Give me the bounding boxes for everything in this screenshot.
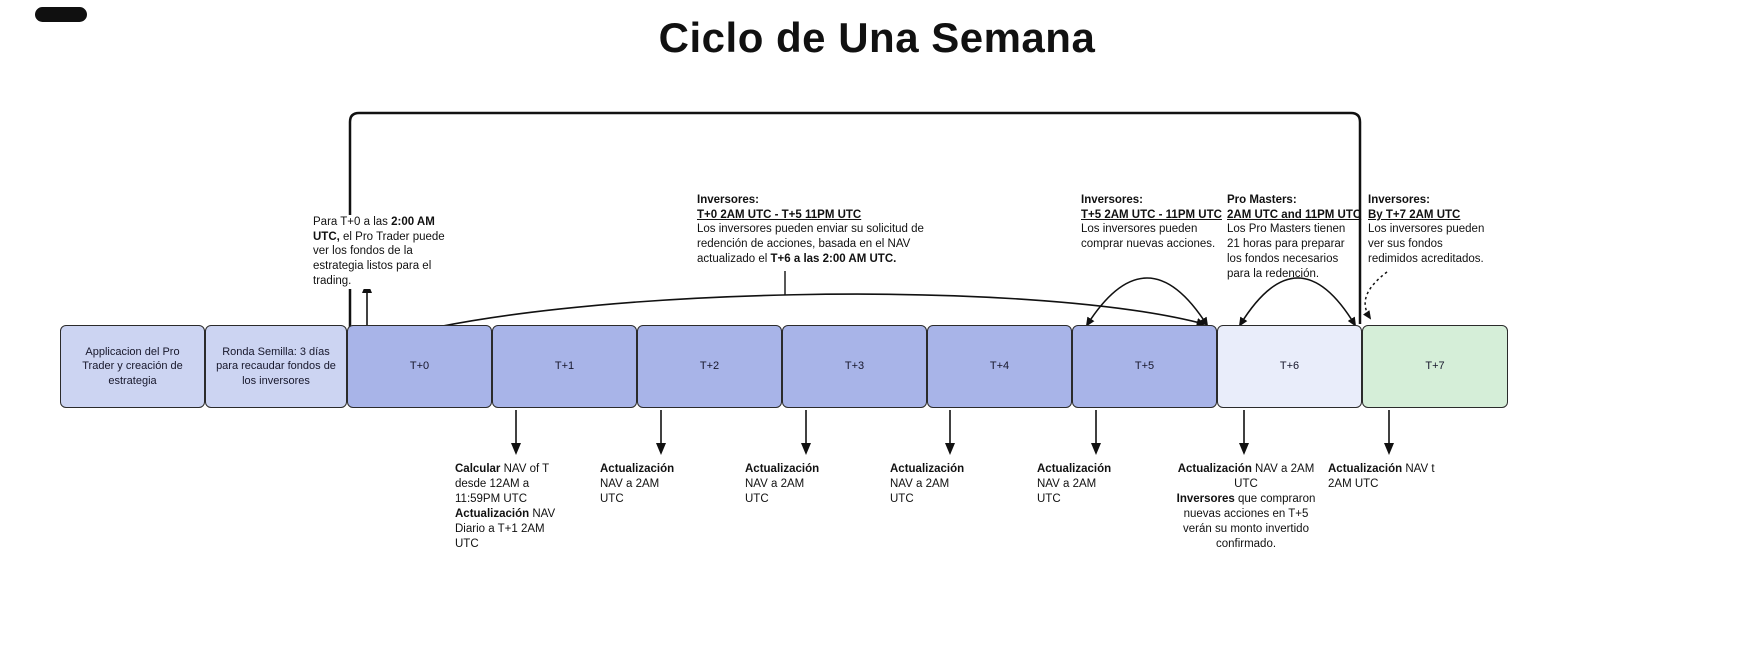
annotation-bold: Actualización (890, 463, 965, 475)
annotation-body: Los inversores pueden comprar nuevas acc… (1081, 223, 1216, 251)
timeline-box-t1: T+1 (492, 325, 637, 408)
timeline-box-label: T+4 (989, 360, 1010, 373)
down-arrows (511, 410, 1394, 455)
annotation-time-range: 2AM UTC and 11PM UTC (1227, 208, 1362, 221)
timeline-box-label: T+0 (409, 360, 430, 373)
timeline-box-seed-round: Ronda Semilla: 3 días para recaudar fond… (205, 325, 347, 408)
annotation-text: el Pro Trader puede ver los fondos de la… (313, 230, 445, 287)
annotation-purchase-window: Inversores: T+5 2AM UTC - 11PM UTC Los i… (1081, 193, 1222, 252)
annotation-bold: T+6 a las 2:00 AM UTC. (770, 252, 897, 265)
annotation-bold: 2:00 AM UTC, (313, 216, 435, 243)
annotation-line: Diario a T+1 2AM UTC (455, 522, 545, 550)
timeline-box-label: T+7 (1425, 360, 1445, 373)
timeline-box-t6: T+6 (1217, 325, 1362, 408)
annotation-body: Los Pro Masters tienen 21 horas para pre… (1227, 223, 1346, 280)
annotation-bold: Inversores (1176, 492, 1235, 505)
timeline-box-label: Applicacion del Pro Trader y creación de… (82, 346, 183, 387)
diagram-title: Ciclo de Una Semana (658, 14, 1096, 61)
annotation-redemption-window: Inversores: T+0 2AM UTC - T+5 11PM UTC L… (697, 193, 961, 267)
annotation-credited: Inversores: By T+7 2AM UTC Los inversore… (1368, 193, 1490, 267)
bottom-note-t4: Actualización NAV a 2AM UTC (890, 462, 972, 507)
annotation-bold: Actualización (745, 463, 820, 475)
top-left-marker (35, 7, 87, 22)
timeline-box-label: T+5 (1134, 360, 1155, 373)
annotation-bold: Actualización (600, 463, 675, 475)
annotation-time-range: T+5 2AM UTC - 11PM UTC (1081, 208, 1222, 221)
annotation-body: Los inversores pueden enviar su solicitu… (697, 222, 961, 266)
timeline-box-t4: T+4 (927, 325, 1072, 408)
annotation-text: NAV a 2AM UTC (600, 477, 660, 505)
annotation-text: NAV a 2AM UTC (890, 477, 950, 505)
annotation-pro-masters: Pro Masters: 2AM UTC and 11PM UTC Los Pr… (1227, 193, 1362, 281)
timeline-box-label: T+1 (554, 360, 575, 373)
annotation-line: Actualización NAV a 2AM UTC (1175, 462, 1317, 492)
timeline-box-label: Ronda Semilla: 3 días para recaudar fond… (216, 346, 336, 387)
annotation-time-range: T+0 2AM UTC - T+5 11PM UTC (697, 208, 862, 221)
annotation-text: que compraron nuevas acciones en T+5 ver… (1183, 492, 1316, 550)
annotation-line: Calcular NAV of T desde 12AM a 11:59PM U… (455, 462, 567, 507)
timeline-box-t2: T+2 (637, 325, 782, 408)
annotation-heading: Inversores: (1081, 194, 1144, 206)
annotation-bold: Actualización (455, 507, 530, 520)
bottom-note-t5: Actualización NAV a 2AM UTC (1037, 462, 1119, 507)
timeline-box-label: T+3 (844, 360, 865, 373)
timeline-box-t7: T+7 (1362, 325, 1508, 408)
timeline-box-t5: T+5 (1072, 325, 1217, 408)
annotation-text: NAV a 2AM UTC (1234, 463, 1315, 490)
bottom-note-t6: Actualización NAV a 2AM UTC Inversores q… (1175, 462, 1317, 552)
purchase-window-arc (1085, 277, 1209, 327)
timeline-box-t0: T+0 (347, 325, 492, 408)
annotation-text: Los inversores pueden enviar su solicitu… (697, 223, 924, 265)
annotation-text: NAV t 2AM UTC (1328, 463, 1435, 490)
timeline-box-t3: T+3 (782, 325, 927, 408)
bottom-note-t7: Actualización NAV t 2AM UTC (1328, 462, 1446, 492)
annotation-heading: Inversores: (1368, 194, 1431, 206)
timeline-row: Applicacion del Pro Trader y creación de… (60, 325, 1508, 408)
annotation-text: NAV a 2AM UTC (745, 477, 805, 505)
annotation-time-range: By T+7 2AM UTC (1368, 208, 1461, 221)
annotation-bold: Actualización (1328, 463, 1403, 475)
annotation-text: NAV (529, 507, 556, 520)
annotation-bold: Actualización (1177, 463, 1252, 475)
credited-dotted-arc (1362, 271, 1388, 320)
annotation-line: Inversores que compraron nuevas acciones… (1175, 492, 1317, 552)
annotation-bold: Calcular (455, 463, 501, 475)
timeline-box-application: Applicacion del Pro Trader y creación de… (60, 325, 205, 408)
bottom-note-t3: Actualización NAV a 2AM UTC (745, 462, 827, 507)
bottom-note-t2: Actualización NAV a 2AM UTC (600, 462, 682, 507)
annotation-text: NAV a 2AM UTC (1037, 477, 1097, 505)
timeline-box-label: T+6 (1279, 360, 1300, 373)
annotation-text: NAV of T desde 12AM a 11:59PM UTC (455, 463, 549, 505)
timeline-box-label: T+2 (699, 360, 720, 373)
annotation-pro-trader: Para T+0 a las 2:00 AM UTC, el Pro Trade… (313, 215, 451, 289)
annotation-bold: Actualización (1037, 463, 1112, 475)
annotation-line: Actualización NAV (455, 507, 567, 522)
annotation-text: Para T+0 a las (313, 216, 392, 228)
pro-masters-arc (1238, 277, 1357, 327)
bottom-note-t1: Calcular NAV of T desde 12AM a 11:59PM U… (455, 462, 567, 552)
annotation-heading: Inversores: (697, 194, 760, 206)
annotation-body: Los inversores pueden ver sus fondos red… (1368, 223, 1485, 265)
annotation-heading: Pro Masters: (1227, 194, 1297, 206)
